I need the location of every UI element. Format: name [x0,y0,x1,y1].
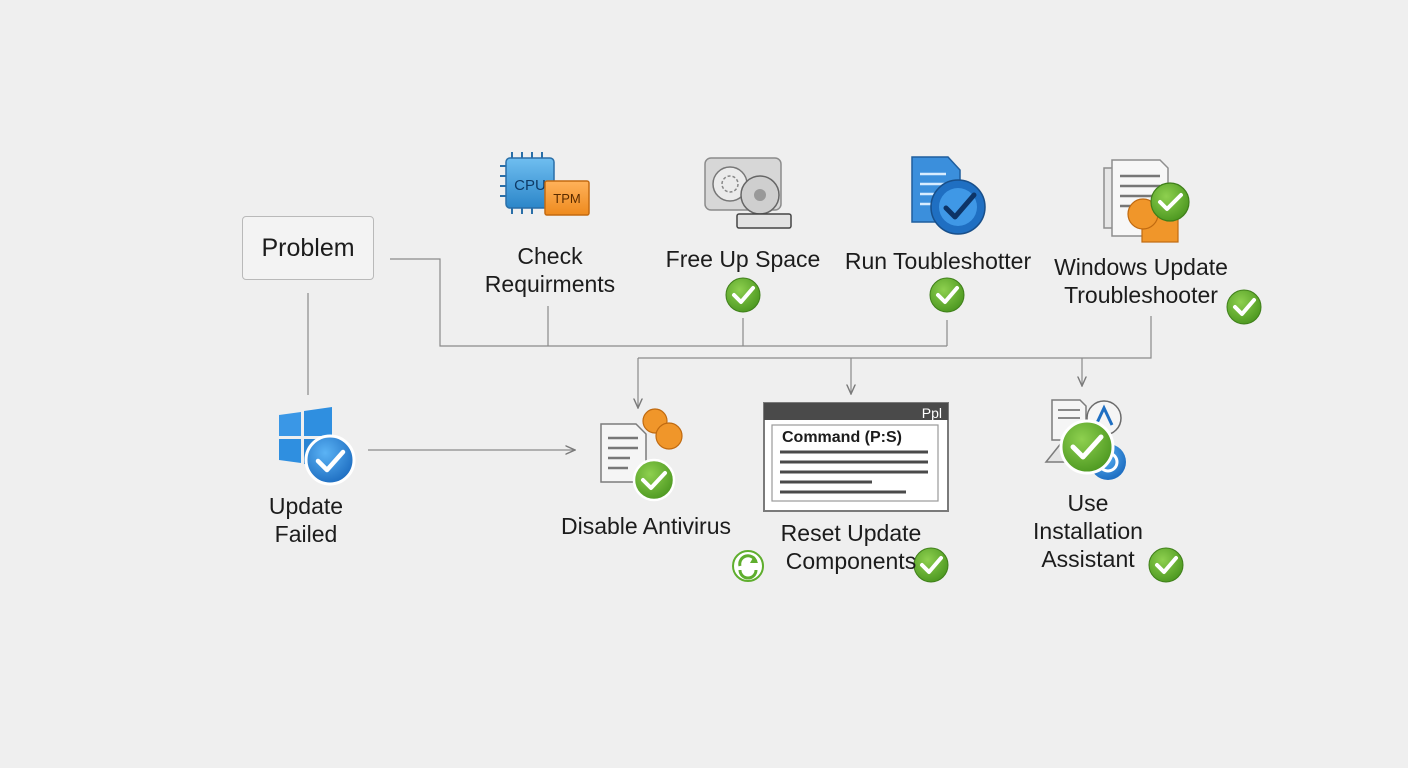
antivirus-document-icon [600,408,683,502]
use-installation-assistant-label: Use Installation Assistant [1018,489,1158,573]
command-window-heading: Command (P:S) [782,429,902,446]
reset-components-line-1: Reset Update [780,520,922,546]
free-up-space-label: Free Up Space [665,246,821,272]
update-failed-line-2: Failed [274,521,338,547]
disable-antivirus-label: Disable Antivirus [560,513,732,539]
connectors [307,258,1152,450]
update-failed-line-1: Update [268,493,344,519]
run-troubleshooter-label: Run Toubleshotter [844,248,1032,274]
check-requirements-label: Check Requirments [460,242,640,298]
installation-assistant-line-1: Use [1067,490,1109,516]
disk-drive-icon [704,157,792,229]
connector-bus-lower [638,316,1152,359]
windows-logo-icon [279,407,356,486]
update-failed-label: Update Failed [236,492,376,548]
problem-node: Problem [242,216,374,280]
reset-update-components-label: Reset Update Components [766,519,936,575]
installation-assistant-icon [1044,399,1126,480]
cpu-label: CPU [514,177,546,194]
check-windows-update-troubleshooter [1226,289,1262,325]
installation-assistant-line-2: Installation [1033,518,1143,544]
command-window-title: Ppl [922,405,942,421]
check-run-troubleshooter [929,277,965,313]
windows-update-troubleshooter-label: Windows Update Troubleshooter [1046,253,1236,309]
wu-troubleshooter-line-2: Troubleshooter [1064,282,1218,308]
command-window-icon: Ppl Command (P:S) [763,402,949,512]
check-use-installation-assistant [1148,547,1184,583]
check-free-up-space [725,277,761,313]
cpu-tpm-icon: CPU TPM [500,152,590,216]
refresh-icon [732,550,764,582]
check-reset-update-components [913,547,949,583]
troubleshooter-document-icon [911,156,986,235]
connector-problem-to-bus [390,258,947,347]
update-report-icon [1103,159,1190,243]
installation-assistant-line-3: Assistant [1041,546,1135,572]
problem-label: Problem [261,233,355,262]
tpm-label: TPM [553,191,580,206]
check-requirements-line-2: Requirments [484,271,616,297]
reset-components-line-2: Components [785,548,917,574]
check-requirements-line-1: Check [517,243,583,269]
wu-troubleshooter-line-1: Windows Update [1054,254,1228,280]
